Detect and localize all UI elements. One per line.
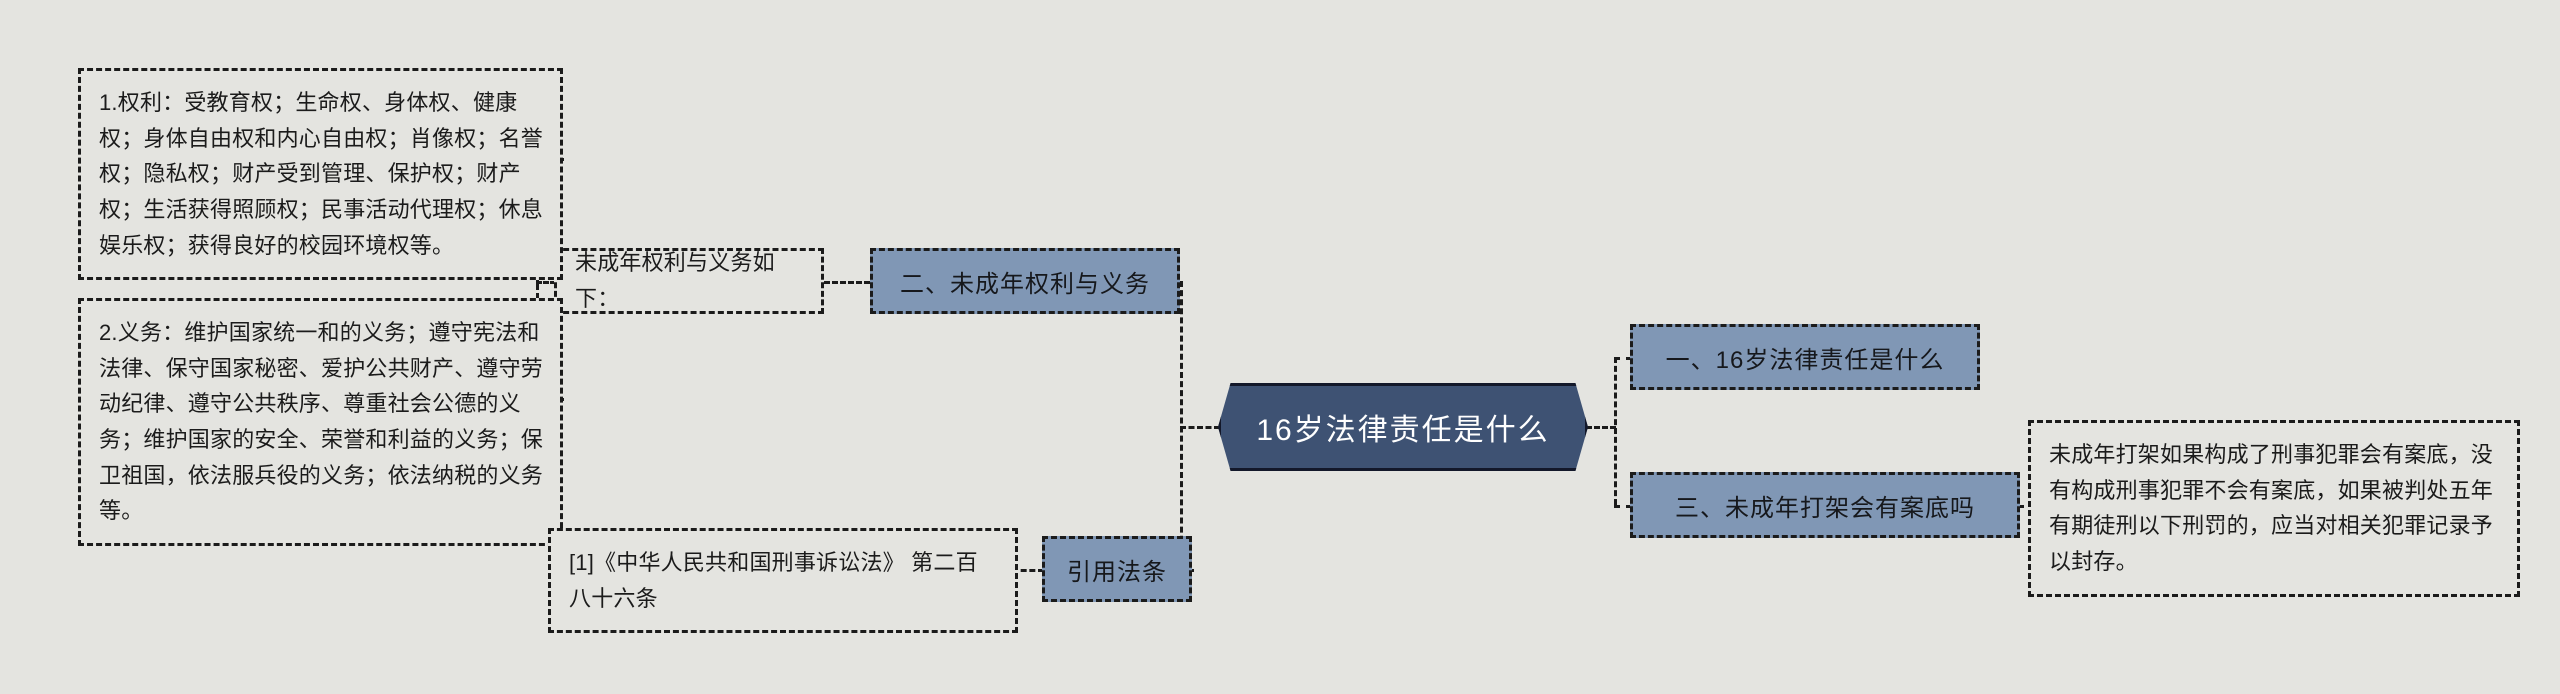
leaf-rights-duties-intro-text: 未成年权利与义务如下：: [575, 250, 775, 311]
connector-root-left: [1180, 426, 1220, 429]
leaf-rights-duties-intro: 未成年权利与义务如下：: [554, 248, 824, 314]
leaf-duties-text: 2.义务：维护国家统一和的义务；遵守宪法和法律、保守国家秘密、爱护公共财产、遵守…: [99, 320, 544, 524]
leaf-law-reference: [1]《中华人民共和国刑事诉讼法》 第二百八十六条: [548, 528, 1018, 634]
connector-rightspine-to-what-is: [1614, 357, 1632, 360]
connector-rightspine-to-case-record: [1614, 505, 1632, 508]
branch-rights-duties-label: 二、未成年权利与义务: [900, 270, 1150, 298]
leaf-law-reference-text: [1]《中华人民共和国刑事诉讼法》 第二百八十六条: [569, 550, 978, 611]
branch-case-record-label: 三、未成年打架会有案底吗: [1675, 494, 1975, 522]
leaf-rights-text: 1.权利：受教育权；生命权、身体权、健康权；身体自由权和内心自由权；肖像权；名誉…: [99, 90, 544, 258]
branch-what-is-label: 一、16岁法律责任是什么: [1665, 346, 1945, 374]
connector-law-ref-to-leaf: [1012, 569, 1044, 572]
connector-rights-duties-to-intro: [824, 281, 870, 284]
leaf-fight-answer-text: 未成年打架如果构成了刑事犯罪会有案底，没有构成刑事犯罪不会有案底，如果被判处五年…: [2049, 442, 2494, 574]
connector-root-right: [1586, 426, 1616, 429]
connector-case-record-to-answer: [2018, 505, 2036, 508]
connector-right-spine: [1614, 357, 1617, 505]
branch-what-is[interactable]: 一、16岁法律责任是什么: [1630, 324, 1980, 390]
branch-law-reference-label: 引用法条: [1067, 558, 1167, 586]
leaf-duties: 2.义务：维护国家统一和的义务；遵守宪法和法律、保守国家秘密、爱护公共财产、遵守…: [78, 298, 563, 546]
root-node-label: 16岁法律责任是什么: [1256, 414, 1550, 447]
branch-rights-duties[interactable]: 二、未成年权利与义务: [870, 248, 1180, 314]
root-node[interactable]: 16岁法律责任是什么: [1218, 383, 1588, 471]
branch-case-record[interactable]: 三、未成年打架会有案底吗: [1630, 472, 2020, 538]
connector-left-spine: [1180, 281, 1183, 569]
leaf-fight-answer: 未成年打架如果构成了刑事犯罪会有案底，没有构成刑事犯罪不会有案底，如果被判处五年…: [2028, 420, 2520, 597]
leaf-rights: 1.权利：受教育权；生命权、身体权、健康权；身体自由权和内心自由权；肖像权；名誉…: [78, 68, 563, 281]
connector-intro-to-leafspine: [536, 281, 556, 284]
branch-law-reference[interactable]: 引用法条: [1042, 536, 1192, 602]
